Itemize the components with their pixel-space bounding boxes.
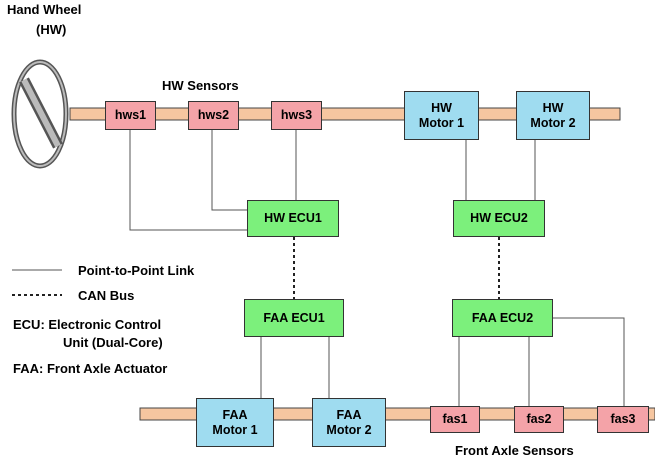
faa-motor-2-line2: Motor 2 [326,422,372,437]
hw-sensors-label: HW Sensors [162,78,239,93]
hw-motor-2: HW Motor 2 [516,91,590,140]
legend-faa-label: FAA: Front Axle Actuator [13,361,168,376]
hw-ecu2: HW ECU2 [453,200,545,237]
faa-motor-2: FAA Motor 2 [312,398,386,447]
hw-motor-1-line2: Motor 1 [418,115,465,130]
sensor-fas2: fas2 [514,406,564,433]
faa-ecu2: FAA ECU2 [452,299,553,337]
hw-abbrev-label: (HW) [36,22,67,37]
faa-motor-1-line2: Motor 1 [212,422,258,437]
legend-ecu-label: ECU: Electronic Control [13,317,162,332]
sensor-hws2: hws2 [188,101,239,130]
faa-ecu1: FAA ECU1 [244,299,344,337]
hw-motor-1-line1: HW [431,100,452,115]
link-faaecu2-fas3 [553,317,625,406]
faa-motor-1: FAA Motor 1 [196,398,274,447]
faa-motor-1-line1: FAA [222,407,248,422]
sensor-fas3: fas3 [597,406,649,433]
sensor-fas1: fas1 [430,406,480,433]
legend-ecu-label-2: Unit (Dual-Core) [63,335,163,350]
sensor-hws1: hws1 [105,101,156,130]
hw-motor-2-line2: Motor 2 [530,115,576,130]
hand-wheel-title: Hand Wheel [7,2,82,17]
link-hws1-hwecu1 [129,130,247,231]
faa-motor-2-line1: FAA [336,407,362,422]
front-axle-sensors-label: Front Axle Sensors [455,443,574,458]
hw-ecu1: HW ECU1 [247,200,339,237]
hw-motor-2-line1: HW [542,100,564,115]
link-hws2-hwecu1 [211,130,247,211]
hand-wheel-icon [11,59,69,169]
legend-ptp-label: Point-to-Point Link [78,263,195,278]
sensor-hws3: hws3 [271,101,322,130]
legend-can-label: CAN Bus [78,288,135,303]
hw-motor-1: HW Motor 1 [404,91,479,140]
